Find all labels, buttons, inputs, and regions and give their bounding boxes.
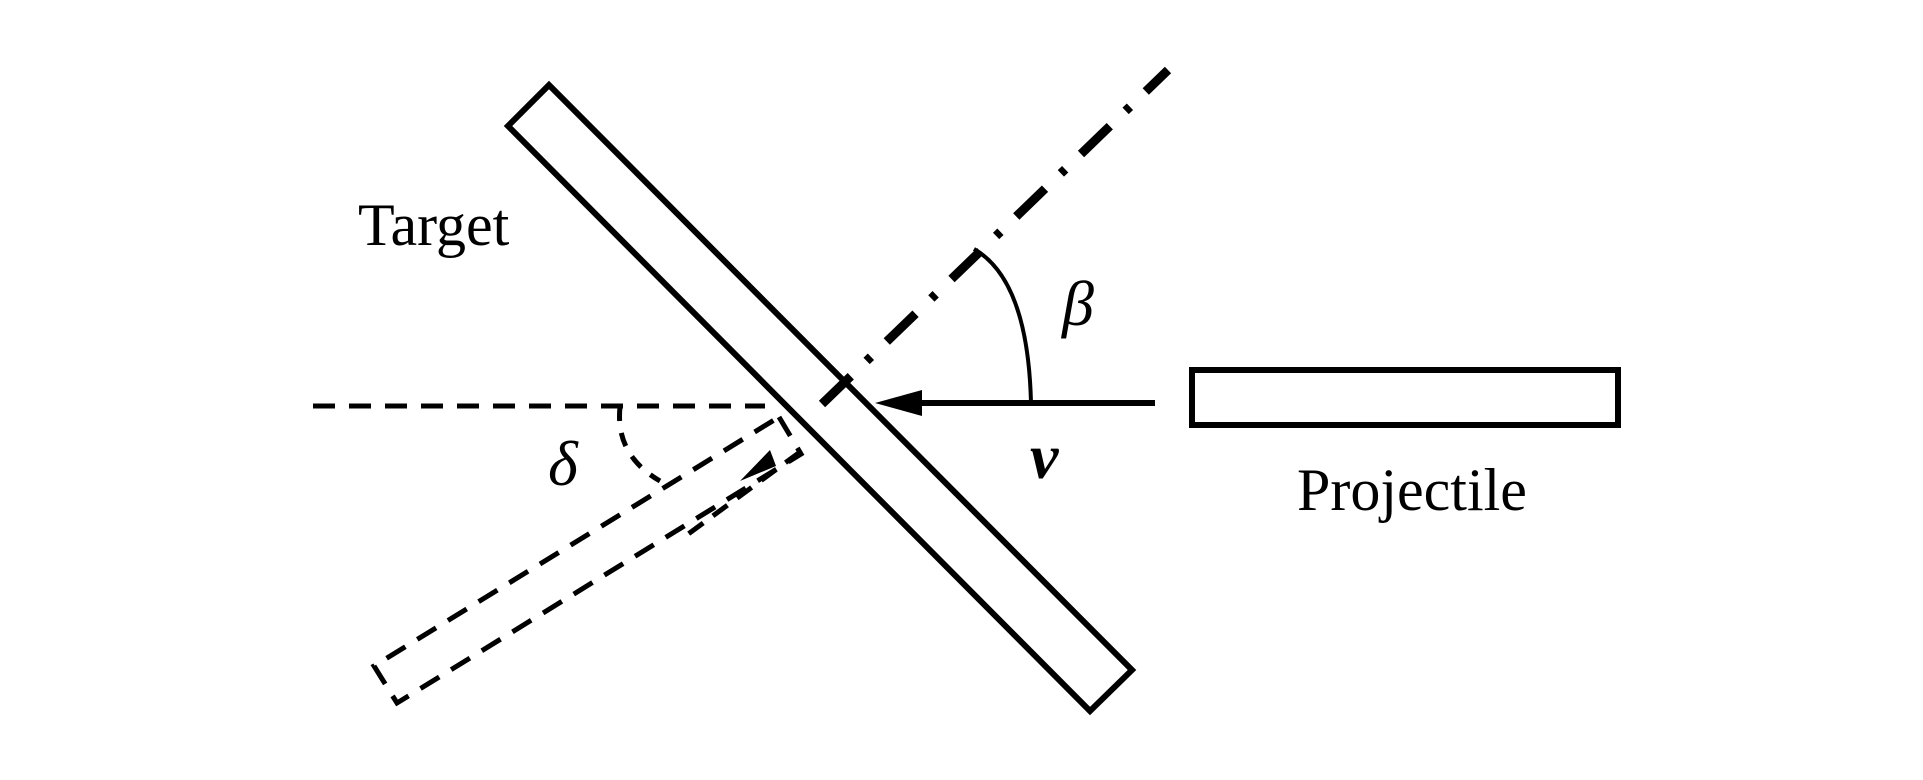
deflection-arrowhead-icon (740, 450, 776, 481)
target-plate (503, 80, 1137, 716)
velocity-label: v (1030, 421, 1059, 492)
target-label: Target (358, 192, 510, 258)
deflected-projectile (370, 413, 805, 707)
beta-label: β (1060, 268, 1094, 339)
projectile-rod (1189, 367, 1621, 428)
velocity-arrowhead-icon (875, 390, 922, 416)
delta-label: δ (548, 428, 579, 499)
projectile-label: Projectile (1297, 457, 1527, 523)
deflection-direction-line (678, 449, 802, 543)
target-normal-line (818, 66, 1172, 408)
beta-angle-arc (973, 247, 1033, 404)
delta-angle-arc (617, 406, 662, 484)
